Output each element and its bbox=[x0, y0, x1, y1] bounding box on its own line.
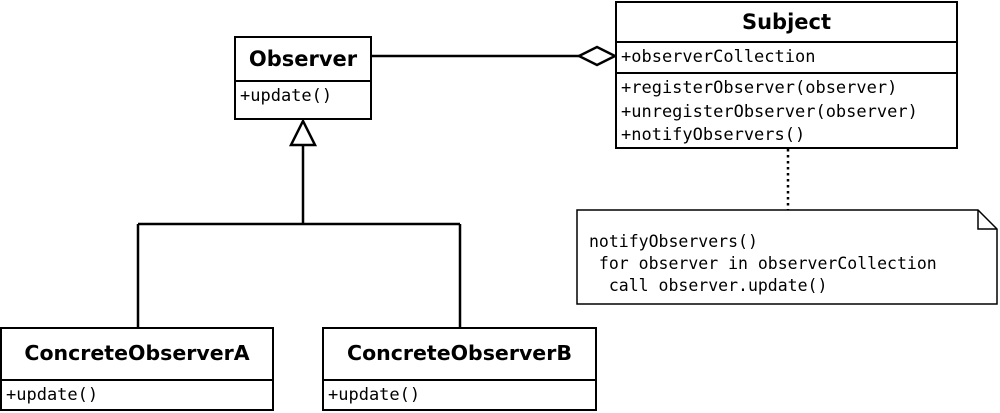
generalization-arrowhead bbox=[288, 118, 318, 147]
subject-operation: +unregisterObserver(observer) bbox=[621, 101, 918, 122]
note-line: call observer.update() bbox=[589, 276, 828, 295]
subject-operation: +registerObserver(observer) bbox=[621, 78, 898, 98]
subject-class: Subject +observerCollection +registerObs… bbox=[615, 1, 958, 149]
subject-attribute: +observerCollection bbox=[621, 47, 816, 67]
observer-class: Observer +update() bbox=[234, 36, 372, 120]
note-fold bbox=[977, 210, 997, 230]
subject-operations: +registerObserver(observer) +unregisterO… bbox=[617, 74, 956, 148]
concrete-observer-a-name: ConcreteObserverA bbox=[2, 329, 272, 381]
concrete-observer-a-class: ConcreteObserverA +update() bbox=[0, 327, 274, 411]
note-line: notifyObservers() bbox=[589, 232, 758, 251]
note-line: for observer in observerCollection bbox=[589, 254, 937, 273]
observer-operation: +update() bbox=[240, 86, 333, 106]
concrete-observer-a-operation: +update() bbox=[6, 385, 99, 405]
observer-class-name: Observer bbox=[236, 38, 370, 82]
concrete-observer-b-name: ConcreteObserverB bbox=[324, 329, 595, 381]
concrete-observer-b-class: ConcreteObserverB +update() bbox=[322, 327, 597, 411]
concrete-observer-b-operation: +update() bbox=[328, 385, 421, 405]
subject-class-name: Subject bbox=[617, 3, 956, 43]
subject-operation: +notifyObservers() bbox=[621, 125, 806, 145]
subject-attributes: +observerCollection bbox=[617, 43, 956, 74]
aggregation-diamond bbox=[576, 45, 618, 67]
note-shape bbox=[576, 209, 998, 305]
